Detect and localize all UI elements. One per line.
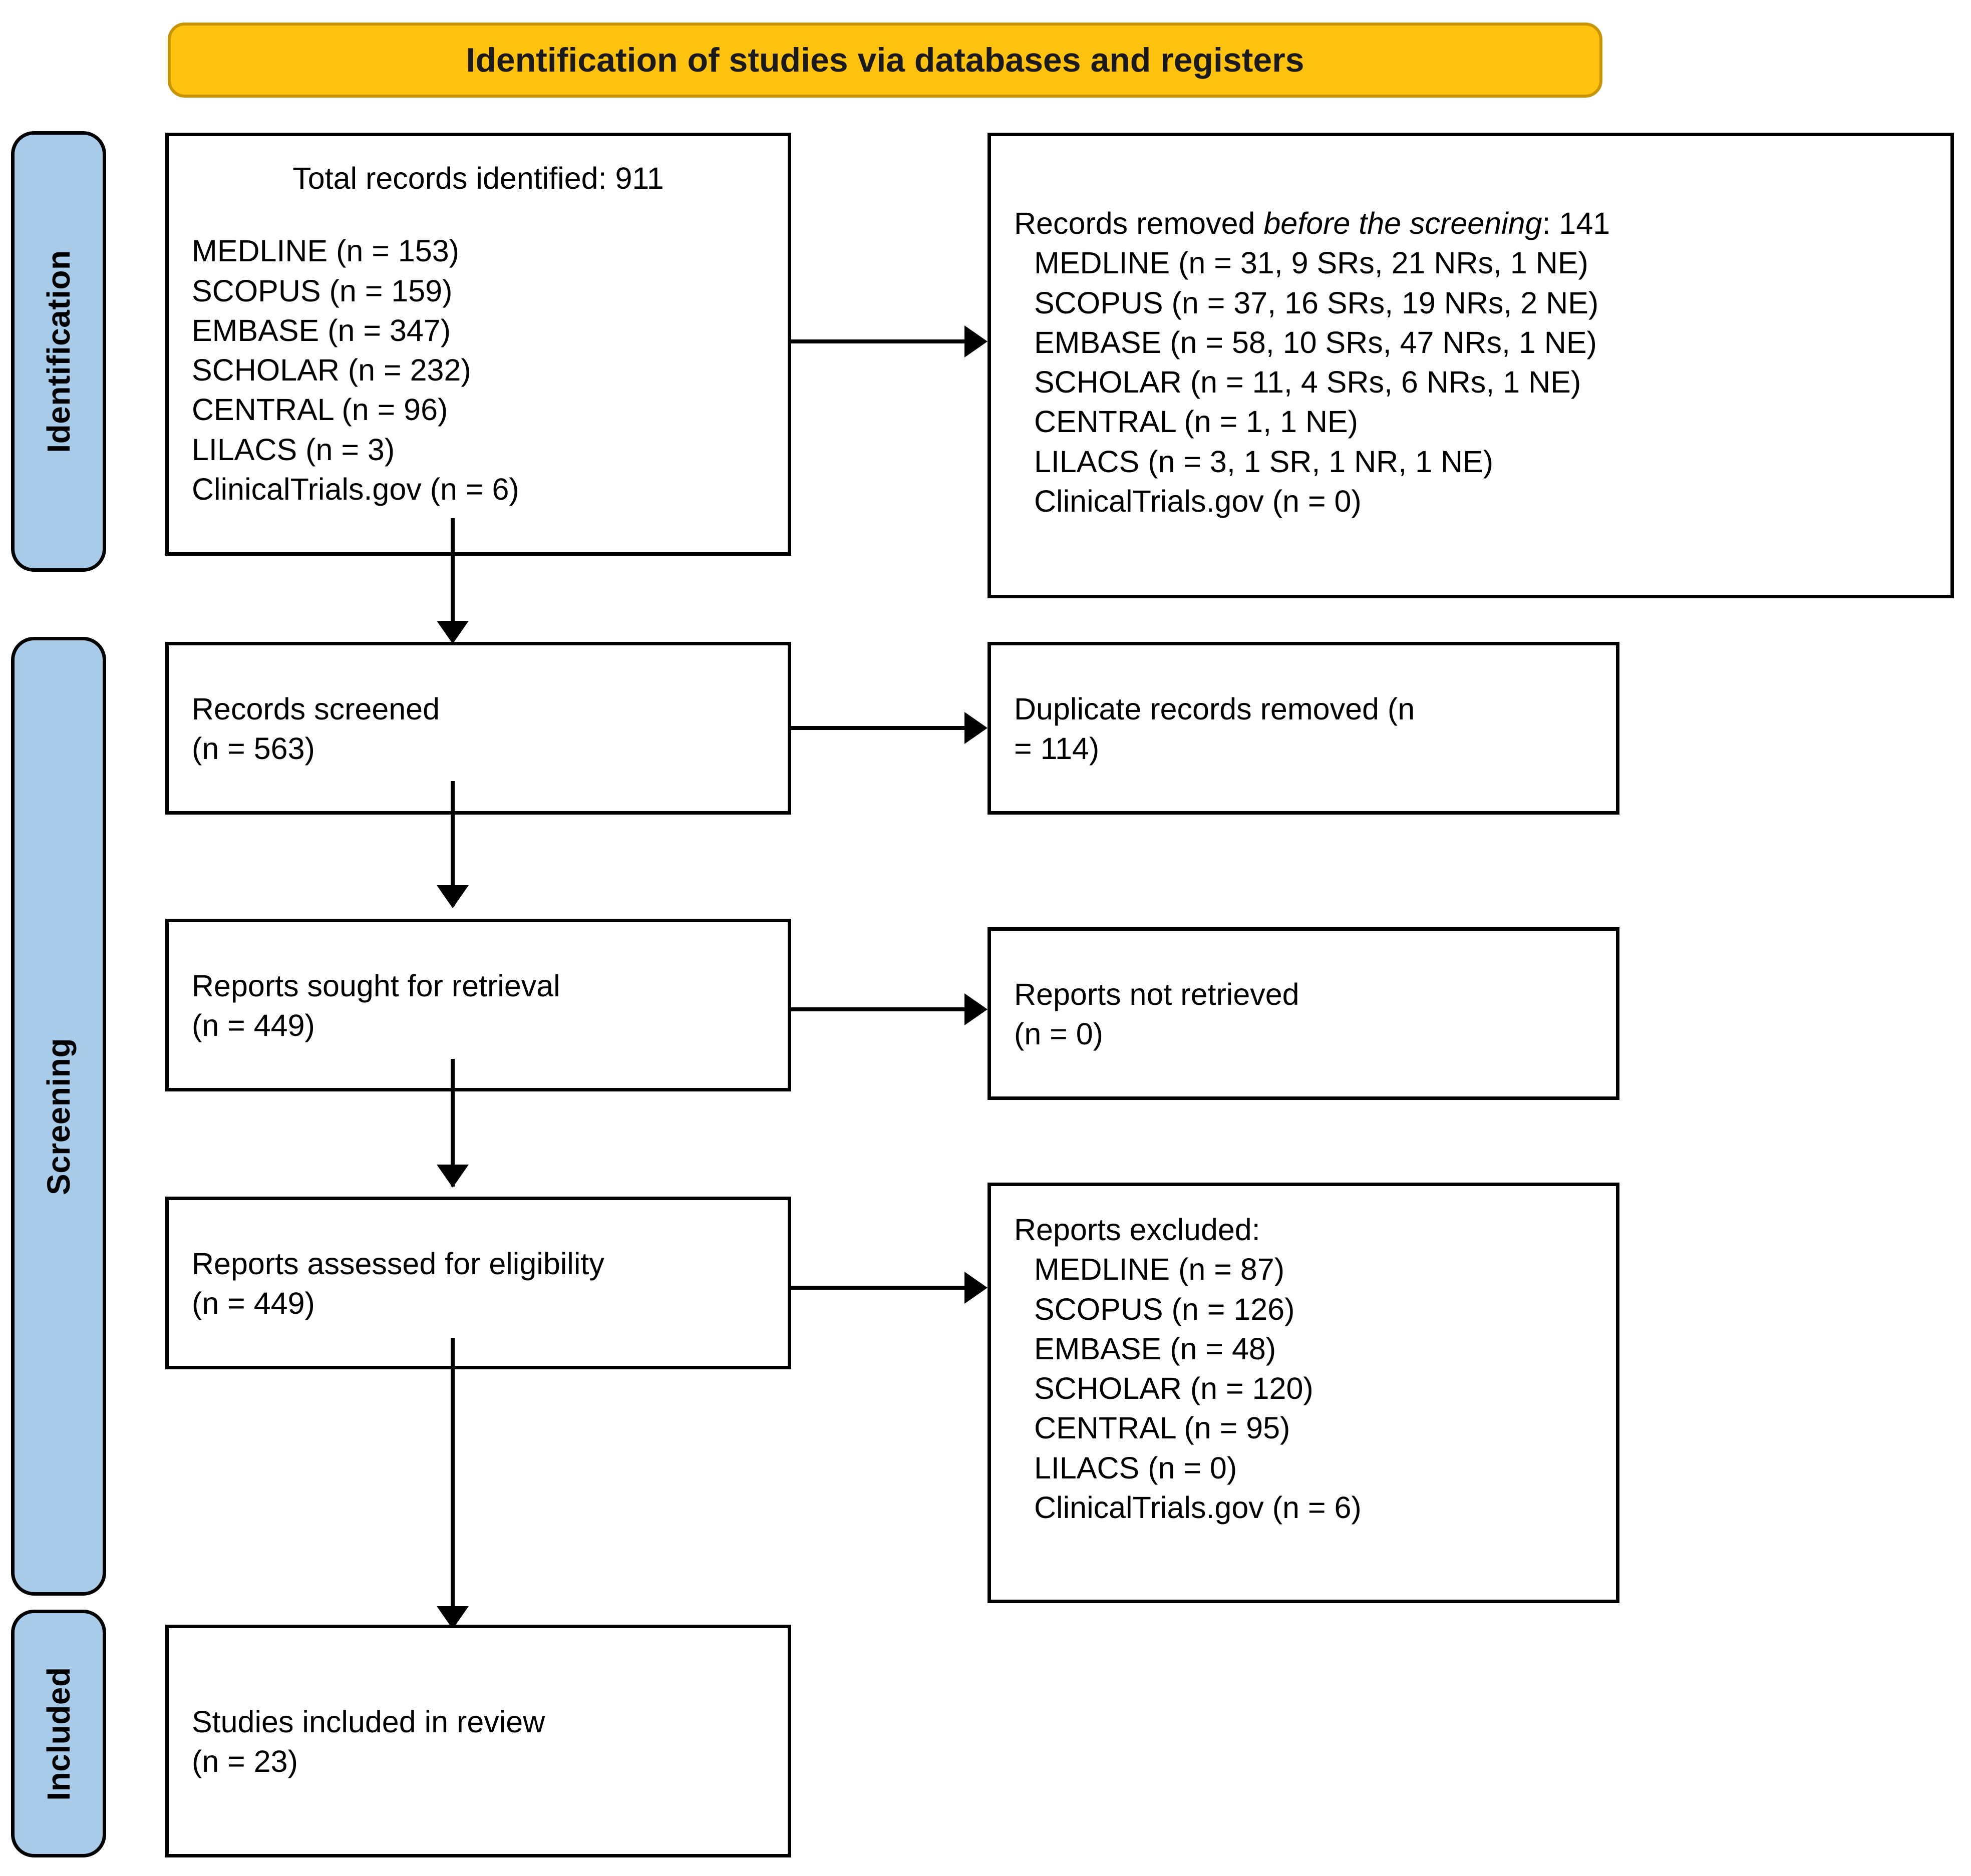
records-removed-title-italic: before the screening [1263,206,1542,240]
records-screened-line2: (n = 563) [192,731,315,766]
arrow-sought-to-not-retrieved-head [964,993,988,1025]
records-identified-item-scopus: SCOPUS (n = 159) [192,273,453,308]
records-identified-item-medline: MEDLINE (n = 153) [192,234,459,268]
records-screened-line1: Records screened [192,692,440,726]
reports-excluded-item-lilacs: LILACS (n = 0) [1034,1450,1237,1485]
box-records-identified: Total records identified: 911 MEDLINE (n… [165,133,791,556]
reports-excluded-item-embase: EMBASE (n = 48) [1034,1331,1276,1366]
stage-label-included: Included [41,1666,77,1801]
records-removed-item-clinicaltrials: ClinicalTrials.gov (n = 0) [1034,484,1362,519]
arrow-sought-to-not-retrieved-line [791,1007,965,1011]
box-reports-assessed: Reports assessed for eligibility (n = 44… [165,1197,791,1369]
records-removed-item-scopus: SCOPUS (n = 37, 16 SRs, 19 NRs, 2 NE) [1034,285,1599,320]
records-identified-item-central: CENTRAL (n = 96) [192,393,448,427]
arrow-screened-to-sought-line [451,781,455,906]
records-removed-title-suffix: : 141 [1542,206,1610,240]
records-removed-title: Records removed before the screening: 14… [991,204,1950,243]
records-identified-item-scholar: SCHOLAR (n = 232) [192,353,471,388]
stage-label-screening: Screening [41,1037,77,1195]
reports-not-retrieved-line2: (n = 0) [1014,1017,1103,1051]
records-identified-item-lilacs: LILACS (n = 3) [192,432,395,467]
reports-sought-line1: Reports sought for retrieval [192,969,560,1003]
header-band-identification: Identification of studies via databases … [168,23,1602,98]
duplicates-removed-line1: Duplicate records removed (n [1014,692,1415,726]
box-reports-sought: Reports sought for retrieval (n = 449) [165,919,791,1091]
reports-excluded-item-scopus: SCOPUS (n = 126) [1034,1292,1295,1326]
reports-excluded-item-medline: MEDLINE (n = 87) [1034,1252,1285,1287]
arrow-identified-to-screened-head [437,621,469,644]
box-studies-included: Studies included in review (n = 23) [165,1625,791,1857]
reports-assessed-line2: (n = 449) [192,1286,315,1321]
reports-not-retrieved-line1: Reports not retrieved [1014,977,1299,1011]
records-removed-item-lilacs: LILACS (n = 3, 1 SR, 1 NR, 1 NE) [1034,444,1494,479]
spacer [169,198,788,231]
arrow-assessed-to-excluded-head [964,1272,988,1304]
box-duplicates-removed: Duplicate records removed (n = 114) [988,642,1619,815]
reports-excluded-item-scholar: SCHOLAR (n = 120) [1034,1371,1313,1406]
arrow-identified-to-removed-head [964,325,988,357]
records-removed-item-central: CENTRAL (n = 1, 1 NE) [1034,405,1358,439]
header-title: Identification of studies via databases … [466,41,1304,79]
stage-tab-identification: Identification [11,131,106,572]
reports-excluded-title: Reports excluded: [1014,1213,1260,1247]
box-reports-not-retrieved: Reports not retrieved (n = 0) [988,927,1619,1100]
reports-excluded-item-central: CENTRAL (n = 95) [1034,1411,1290,1445]
records-identified-title: Total records identified: 911 [292,161,664,195]
records-removed-item-scholar: SCHOLAR (n = 11, 4 SRs, 6 NRs, 1 NE) [1034,365,1581,400]
arrow-sought-to-assessed-line [451,1059,455,1187]
stage-label-identification: Identification [41,250,77,453]
stage-tab-included: Included [11,1610,106,1857]
box-records-removed: Records removed before the screening: 14… [988,133,1954,598]
box-records-screened: Records screened (n = 563) [165,642,791,815]
records-identified-item-embase: EMBASE (n = 347) [192,313,451,347]
stage-tab-screening: Screening [11,637,106,1596]
arrow-screened-to-sought-head [437,885,469,908]
arrow-sought-to-assessed-head [437,1165,469,1188]
arrow-identified-to-screened-line [451,518,455,641]
reports-excluded-item-clinicaltrials: ClinicalTrials.gov (n = 6) [1034,1490,1362,1525]
duplicates-removed-line2: = 114) [1014,731,1100,766]
arrow-screened-to-duplicates-head [964,712,988,744]
reports-sought-line2: (n = 449) [192,1008,315,1043]
studies-included-line2: (n = 23) [192,1744,298,1779]
reports-assessed-line1: Reports assessed for eligibility [192,1247,604,1281]
box-reports-excluded: Reports excluded: MEDLINE (n = 87) SCOPU… [988,1183,1619,1603]
records-removed-title-prefix: Records removed [1014,206,1264,240]
arrow-identified-to-removed-line [791,339,965,343]
records-identified-item-clinicaltrials: ClinicalTrials.gov (n = 6) [192,472,519,507]
arrow-assessed-to-excluded-line [791,1286,965,1290]
records-removed-item-medline: MEDLINE (n = 31, 9 SRs, 21 NRs, 1 NE) [1034,246,1588,280]
arrow-screened-to-duplicates-line [791,726,965,730]
records-removed-item-embase: EMBASE (n = 58, 10 SRs, 47 NRs, 1 NE) [1034,325,1597,359]
arrow-assessed-to-included-line [451,1338,455,1628]
studies-included-line1: Studies included in review [192,1705,545,1739]
